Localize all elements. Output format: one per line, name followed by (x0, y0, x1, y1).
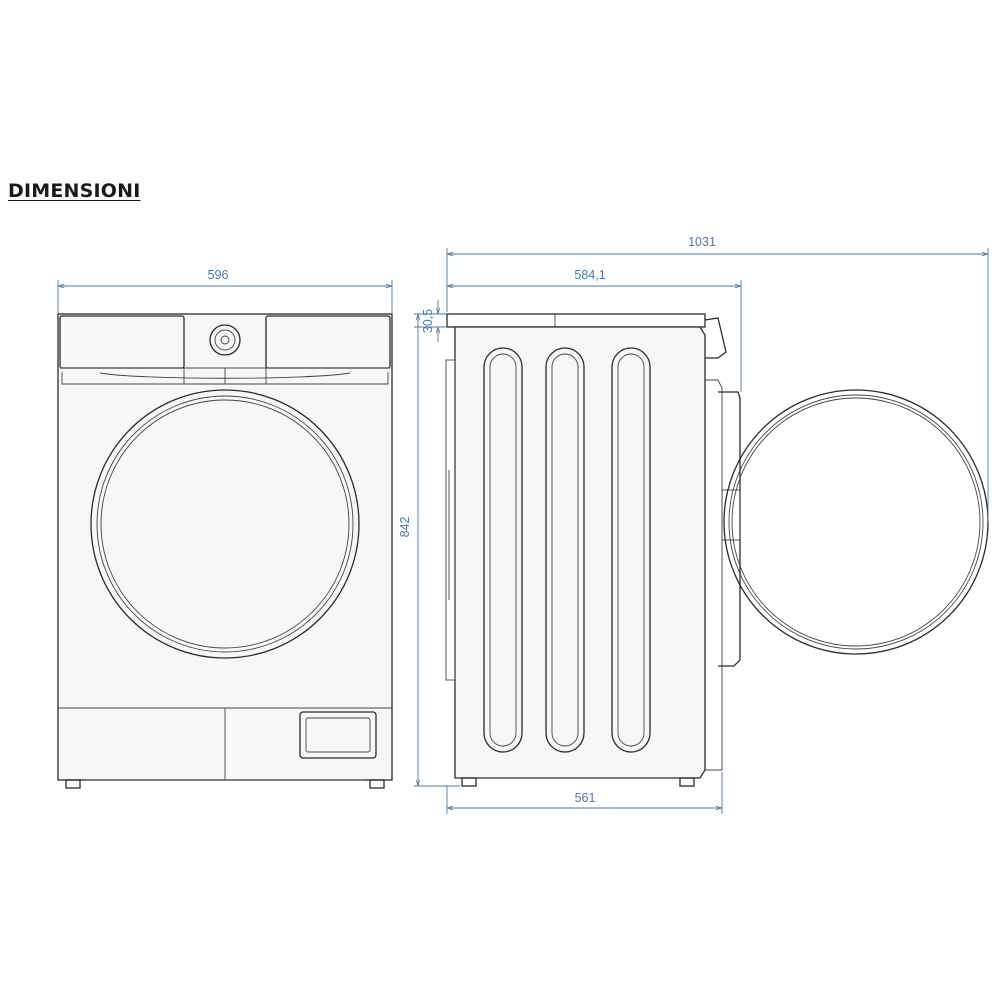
side-view (445, 313, 989, 787)
top-lid (446, 313, 706, 328)
dim-depth-with-door: 584,1 (447, 268, 742, 392)
dim-body-depth: 561 (446, 772, 723, 814)
dim-front-width: 596 (57, 268, 393, 314)
total-depth-label: 1031 (688, 235, 716, 249)
dim-top-thickness: 30,5 (414, 300, 447, 342)
front-cabinet (57, 313, 393, 781)
groove-1 (483, 347, 523, 753)
front-door (90, 389, 360, 659)
side-cabinet (454, 326, 706, 779)
body-depth-label: 561 (575, 791, 596, 805)
program-knob (209, 324, 241, 356)
section-heading: DIMENSIONI (8, 180, 141, 202)
front-view (57, 313, 393, 789)
groove-3 (611, 347, 651, 753)
depth-with-door-label: 584,1 (574, 268, 605, 282)
filter-cover (299, 711, 377, 759)
front-width-label: 596 (208, 268, 229, 282)
foot-left (65, 779, 81, 789)
height-label: 842 (398, 517, 412, 538)
dim-height: 842 (398, 314, 460, 787)
top-thickness-label: 30,5 (421, 309, 435, 333)
dim-total-depth: 1031 (446, 235, 989, 522)
knob-profile (704, 317, 727, 359)
open-door (723, 389, 989, 655)
foot-right (369, 779, 385, 789)
groove-2 (545, 347, 585, 753)
